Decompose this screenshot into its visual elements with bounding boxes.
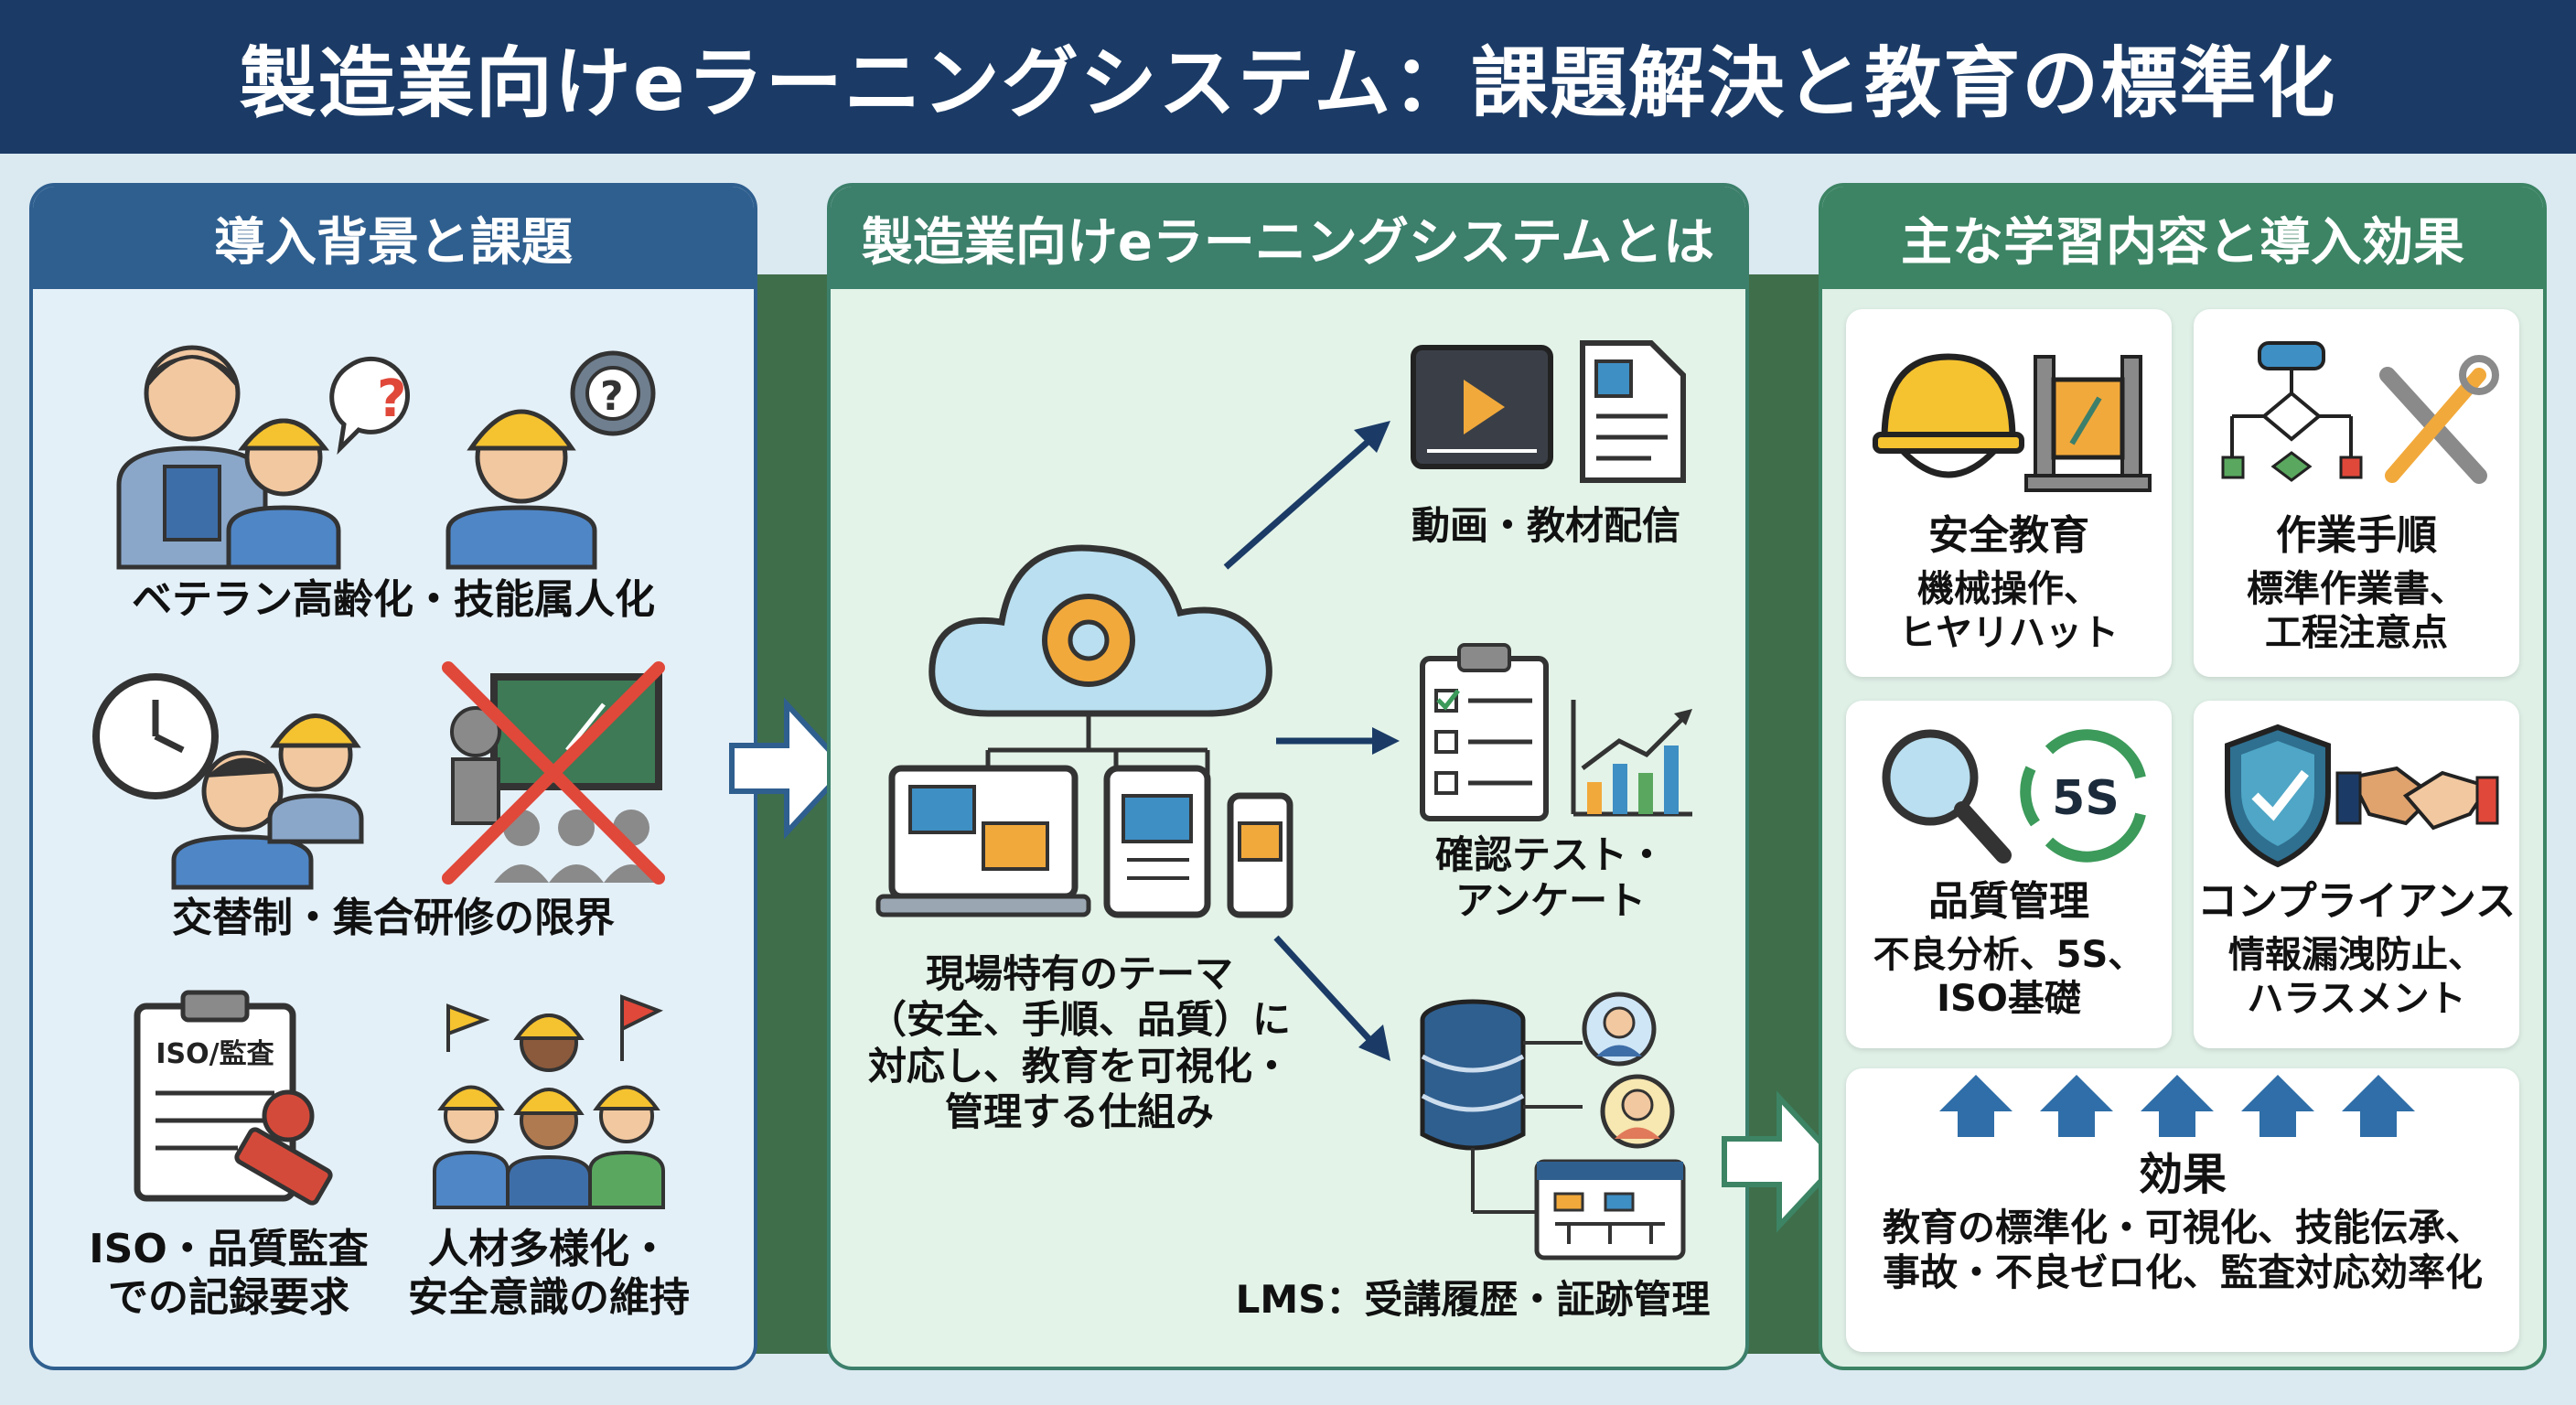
effects-title: 効果 bbox=[2138, 1149, 2227, 1200]
up-arrows-icon bbox=[1939, 1075, 2415, 1137]
diverse-workers-icon bbox=[433, 994, 665, 1209]
flow-arrow-right-2 bbox=[1722, 1090, 1843, 1233]
card-compliance-title: コンプライアンス bbox=[2196, 878, 2517, 925]
title-bar: 製造業向けeラーニングシステム：課題解決と教育の標準化 bbox=[0, 0, 2576, 154]
issue-training-label: 交替制・集合研修の限界 bbox=[172, 895, 615, 941]
feature-test-label: 確認テスト・ アンケート bbox=[1434, 832, 1666, 924]
growth-chart-icon bbox=[1571, 700, 1692, 817]
issue-iso-label: ISO・品質監査 での記録要求 bbox=[89, 1226, 369, 1321]
feature-video-label: 動画・教材配信 bbox=[1411, 503, 1680, 548]
video-player-icon bbox=[1411, 345, 1553, 469]
cloud-gear-icon bbox=[928, 544, 1272, 796]
document-icon bbox=[1580, 340, 1686, 483]
effects-panel-heading: 主な学習内容と導入効果 bbox=[1822, 187, 2543, 289]
card-compliance-desc: 情報漏洩防止、 ハラスメント bbox=[2228, 934, 2485, 1020]
safety-helmet-icon bbox=[1873, 353, 2152, 492]
system-description: 現場特有のテーマ （安全、手順、品質）に 対応し、教育を可視化・ 管理する仕組み bbox=[867, 951, 1291, 1135]
card-quality-title: 品質管理 bbox=[1928, 878, 2089, 925]
connector-arrow-video bbox=[1223, 421, 1390, 570]
card-safety bbox=[1846, 309, 2172, 677]
magnifier-5s-icon: 5S bbox=[1882, 729, 2146, 863]
issue-aging-label: ベテラン高齢化・技能属人化 bbox=[132, 576, 655, 623]
devices-icon bbox=[875, 765, 1293, 918]
card-procedure-desc: 標準作業書、 工程注意点 bbox=[2247, 568, 2466, 654]
card-quality-desc: 不良分析、5S、 ISO基礎 bbox=[1873, 934, 2145, 1020]
clipboard-text: ISO/監査 bbox=[156, 1038, 274, 1070]
feature-lms-label: LMS：受講履歴・証跡管理 bbox=[1235, 1277, 1711, 1322]
background-panel-heading: 導入背景と課題 bbox=[33, 187, 754, 289]
issue-diversity-label: 人材多様化・ 安全意識の維持 bbox=[408, 1226, 690, 1321]
shield-handshake-icon bbox=[2225, 724, 2499, 868]
effects-desc: 教育の標準化・可視化、技能伝承、 事故・不良ゼロ化、監査対応効率化 bbox=[1883, 1206, 2483, 1295]
card-safety-title: 安全教育 bbox=[1928, 512, 2089, 559]
database-users-icon bbox=[1420, 992, 1686, 1260]
checklist-icon bbox=[1420, 643, 1549, 821]
cancelled-training-icon bbox=[442, 661, 665, 885]
veteran-workers-icon: ? bbox=[116, 345, 411, 570]
connector-arrow-lms bbox=[1273, 935, 1390, 1061]
page-title: 製造業向けeラーニングシステム：課題解決と教育の標準化 bbox=[239, 38, 2337, 128]
worker-question-icon: ? bbox=[445, 350, 656, 570]
card-safety-desc: 機械操作、 ヒヤリハット bbox=[1899, 568, 2119, 654]
svg-text:?: ? bbox=[600, 373, 624, 420]
svg-text:?: ? bbox=[377, 370, 406, 429]
fives-badge-text: 5S bbox=[2052, 771, 2120, 826]
flow-arrow-right-1 bbox=[729, 697, 851, 840]
flowchart-tools-icon bbox=[2221, 341, 2499, 484]
shift-work-clock-icon bbox=[92, 673, 364, 890]
system-panel-heading: 製造業向けeラーニングシステムとは bbox=[831, 187, 1745, 289]
card-procedure-title: 作業手順 bbox=[2276, 512, 2437, 559]
connector-arrow-test bbox=[1276, 727, 1400, 755]
iso-audit-clipboard-icon: ISO/監査 bbox=[134, 990, 333, 1206]
